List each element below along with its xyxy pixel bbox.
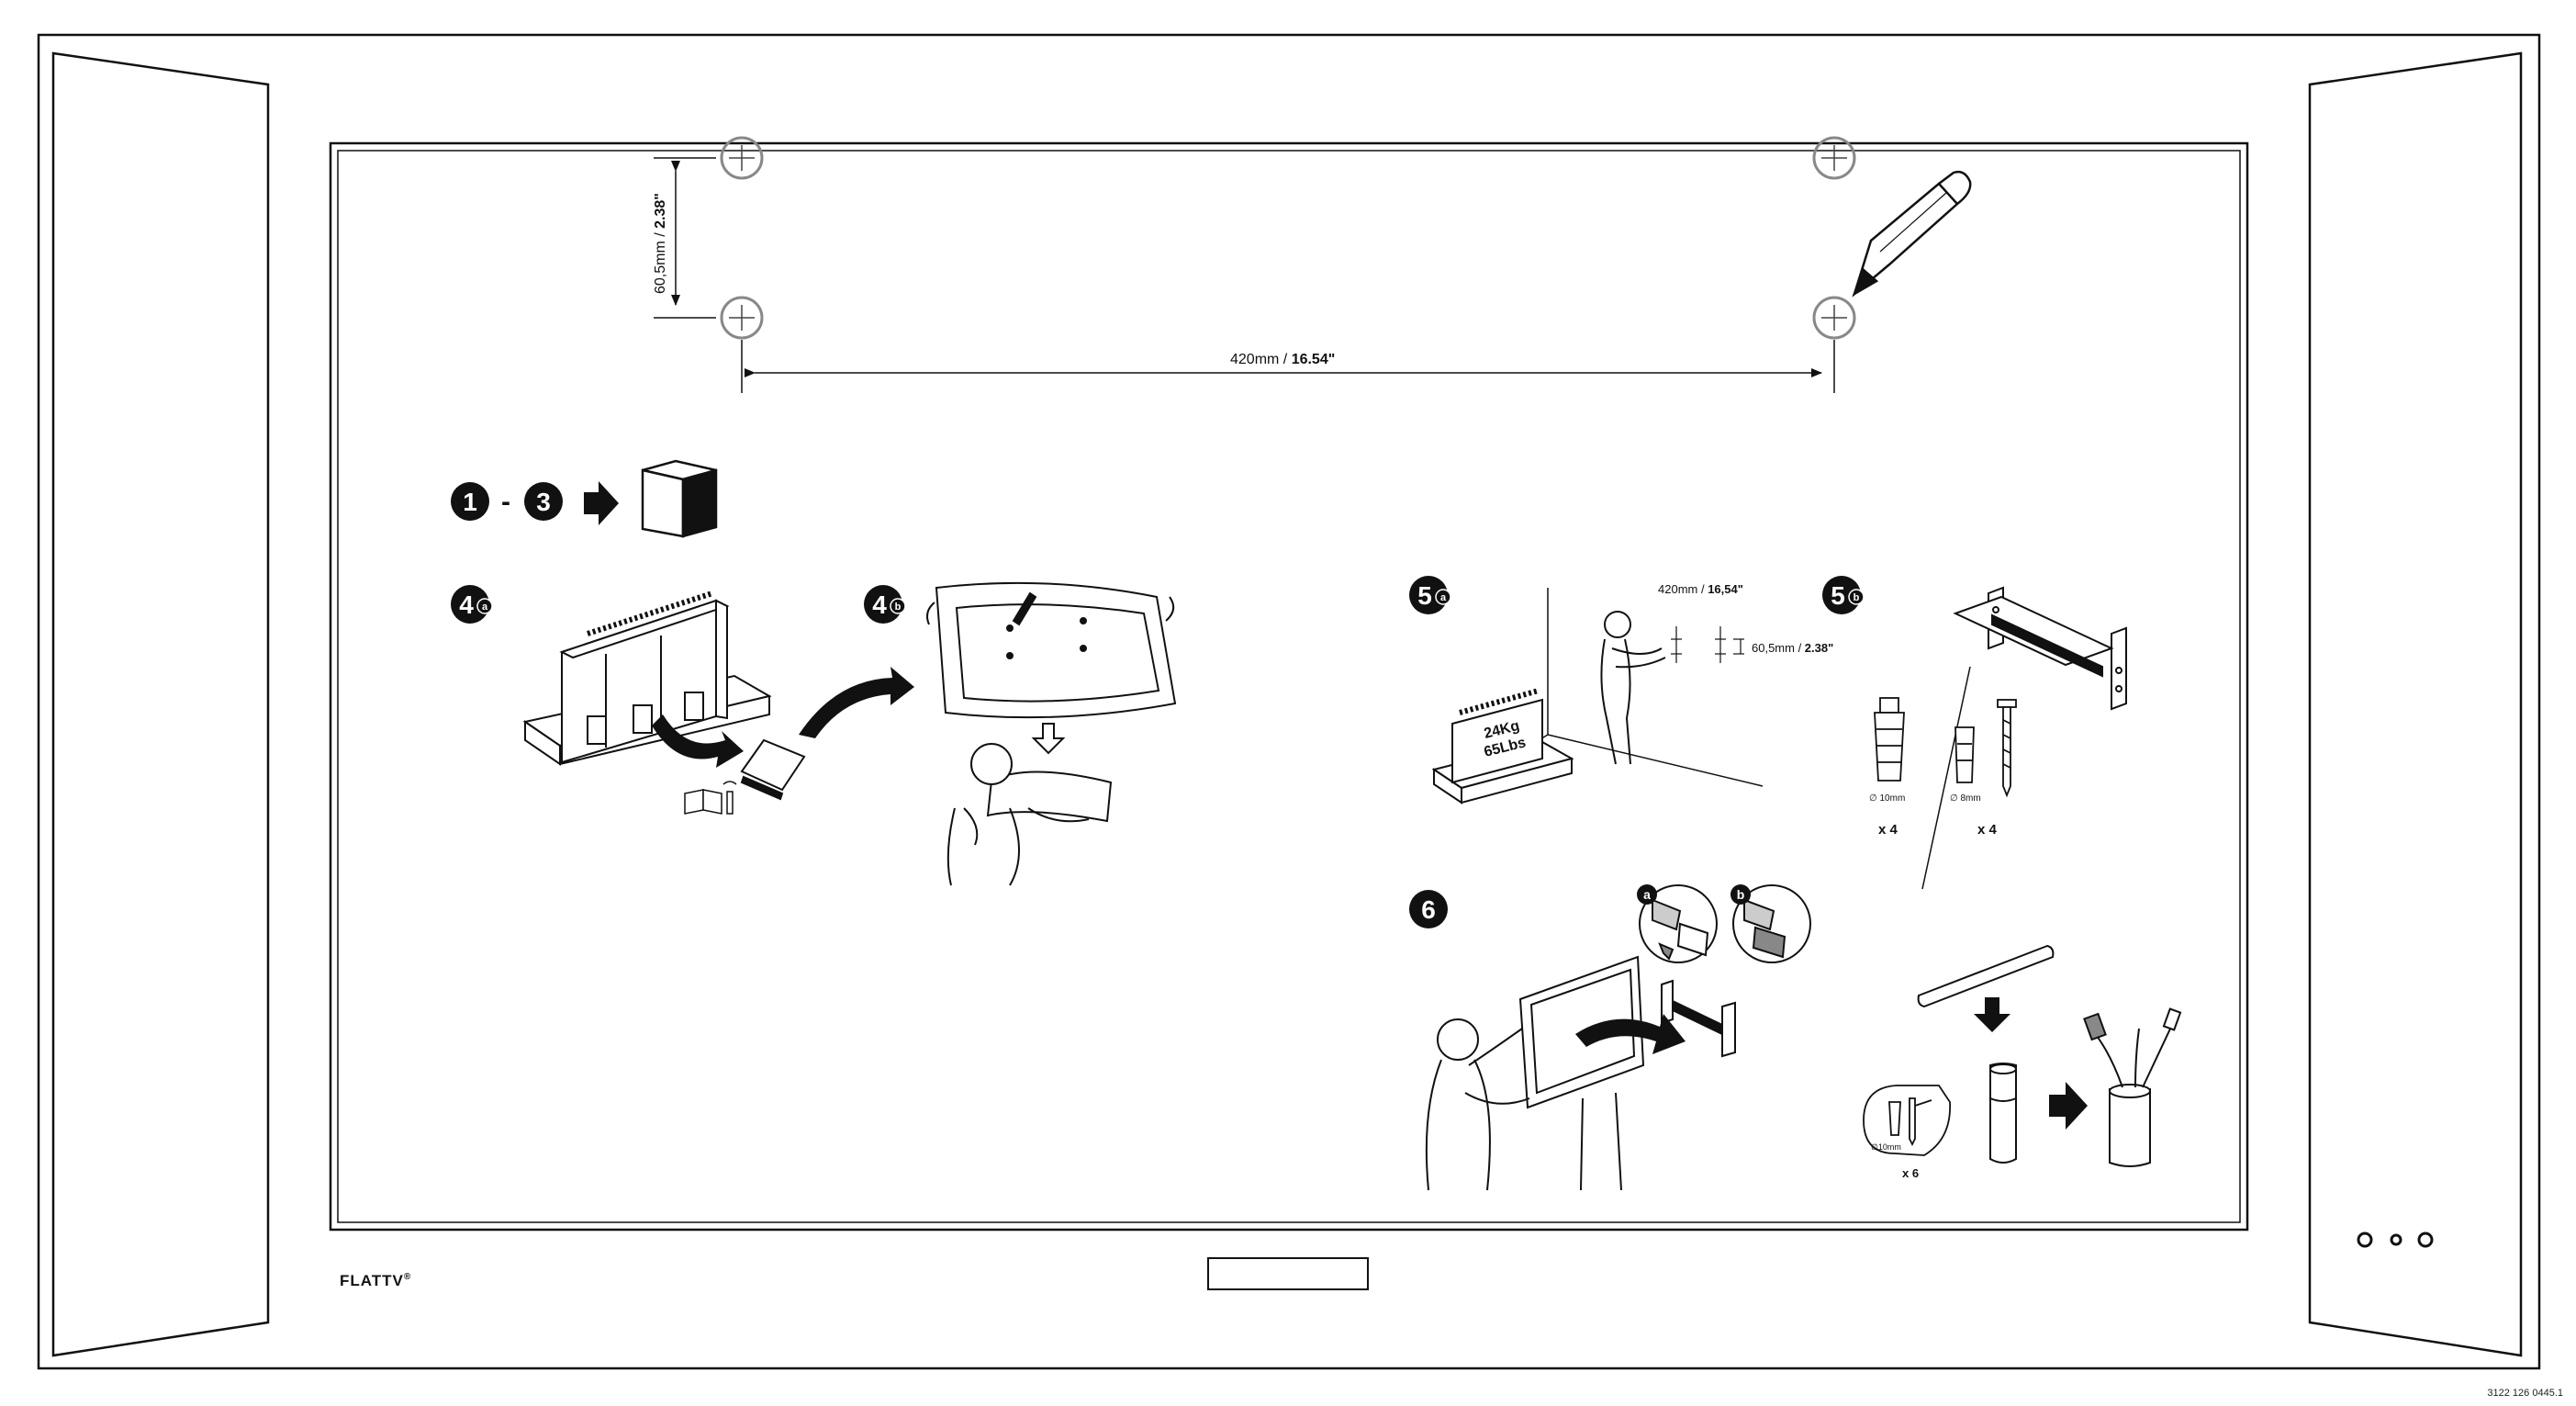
hole-marker-bottom-left-icon <box>720 296 764 340</box>
tv-in-box-illustration <box>522 591 772 766</box>
vertical-dimension <box>654 157 716 319</box>
step-6-group: 6 a b <box>1409 884 1811 1191</box>
person-holding-tv-illustration <box>946 743 1113 886</box>
hole-marker-bottom-right-icon <box>1812 296 1856 340</box>
control-button-1 <box>2357 1232 2373 1248</box>
detail-b-badge <box>1730 884 1751 905</box>
step-5a-vertical-label: 60,5mm / 2.38" <box>1752 641 1833 655</box>
remote-control-icon <box>722 781 737 815</box>
brand-logo: FLATTV® <box>340 1272 411 1289</box>
arrow-down-icon <box>1974 997 2010 1032</box>
curved-arrow-down-icon <box>652 714 744 768</box>
step-6-badge <box>1409 890 1448 928</box>
step-5a-number: 5 <box>1417 581 1432 610</box>
curved-arrow-up-icon <box>799 667 914 738</box>
small-dowel-icon <box>1954 726 1975 783</box>
small-arrow-down-icon <box>1031 723 1066 755</box>
large-dowel-diameter: ∅ 10mm <box>1869 793 1905 804</box>
large-dowel-qty: x 4 <box>1878 822 1898 838</box>
control-button-2 <box>2390 1233 2402 1246</box>
document-code: 3122 126 0445.1 <box>2487 1388 2563 1399</box>
detail-a-label: a <box>1643 887 1651 902</box>
step-4a-number: 4 <box>459 591 474 619</box>
open-book-icon <box>684 789 722 815</box>
vertical-dimension-label: 60,5mm / 2.38" <box>653 193 668 294</box>
cable-hardware-detail <box>1863 1085 1951 1156</box>
large-dowel-icon <box>1874 697 1905 782</box>
step-5a-group: 5 a 24Kg 65Lbs <box>1409 576 1833 804</box>
person-marking-wall-illustration <box>1600 611 1666 765</box>
step-4a-group: 4 a <box>451 585 914 815</box>
mounting-hole-markers <box>720 136 1856 340</box>
cable-dowel-diameter: ∅10mm <box>1871 1142 1901 1152</box>
hole-marker-top-left-icon <box>720 136 764 180</box>
horizontal-dimension-label: 420mm / 16.54" <box>1230 352 1335 367</box>
pencil-icon <box>1852 170 1972 298</box>
hardware-divider <box>1921 666 1971 890</box>
step-3-badge <box>524 482 563 521</box>
step-4a-sub: a <box>482 602 488 613</box>
detail-b-magnifier <box>1732 884 1811 963</box>
cable-hardware-qty: x 6 <box>1902 1166 1919 1180</box>
step-6-number: 6 <box>1421 895 1436 924</box>
hole-marker-top-right-icon <box>1812 136 1856 180</box>
screw-icon <box>1997 699 2017 798</box>
step-4b-number: 4 <box>872 591 887 619</box>
steps-1-3-group: 1 - 3 <box>451 459 718 538</box>
template-sheet-illustration <box>926 581 1177 719</box>
tv-weight-illustration <box>1431 688 1574 804</box>
cable-cover-group: ∅10mm x 6 <box>1863 944 2182 1180</box>
step-4a-badge <box>451 585 489 624</box>
small-dowel-diameter: ∅ 8mm <box>1950 793 1981 804</box>
box-icon <box>641 459 718 538</box>
step-5a-horizontal-label: 420mm / 16,54" <box>1658 582 1743 596</box>
step-5b-sub: b <box>1854 592 1860 603</box>
arrow-right-icon-2 <box>2049 1082 2088 1130</box>
step-5a-badge <box>1409 576 1448 614</box>
step-range-dash: - <box>501 487 510 517</box>
step-5b-badge <box>1822 576 1861 614</box>
persons-hanging-tv-illustration <box>1425 955 1645 1191</box>
cable-bundle-illustration <box>2083 1007 2182 1167</box>
control-buttons <box>2357 1232 2434 1248</box>
arrow-right-icon <box>584 481 619 525</box>
step-4b-sub: b <box>895 602 902 613</box>
detail-a-badge <box>1637 884 1657 905</box>
step-5b-number: 5 <box>1831 581 1845 610</box>
tv-bracket-illustration <box>1661 979 1736 1058</box>
tv-outline <box>37 33 2541 1370</box>
detail-b-label: b <box>1737 887 1745 902</box>
step-5a-dimension-marks <box>1671 626 1744 663</box>
trademark: ® <box>404 1272 411 1282</box>
step-1-badge <box>451 482 489 521</box>
detail-a-magnifier <box>1639 884 1718 963</box>
step-4b-group: 4 b <box>864 581 1177 886</box>
curved-arrow-right-icon <box>1575 1014 1686 1054</box>
horizontal-dimension <box>741 340 1835 393</box>
cable-cover-strip <box>1917 944 2055 1008</box>
small-dowel-qty: x 4 <box>1977 822 1998 838</box>
step-4b-badge <box>864 585 902 624</box>
wall-bracket-illustration <box>1953 586 2127 711</box>
step-5a-sub: a <box>1440 592 1447 603</box>
step-3-number: 3 <box>536 488 551 516</box>
manual-booklet-icon <box>740 738 806 801</box>
cable-conduit-illustration <box>1989 1063 2017 1164</box>
step-5b-group: 5 b ∅ 10mm x 4 <box>1822 576 2127 890</box>
control-button-3 <box>2417 1232 2434 1248</box>
step-1-number: 1 <box>463 488 477 516</box>
